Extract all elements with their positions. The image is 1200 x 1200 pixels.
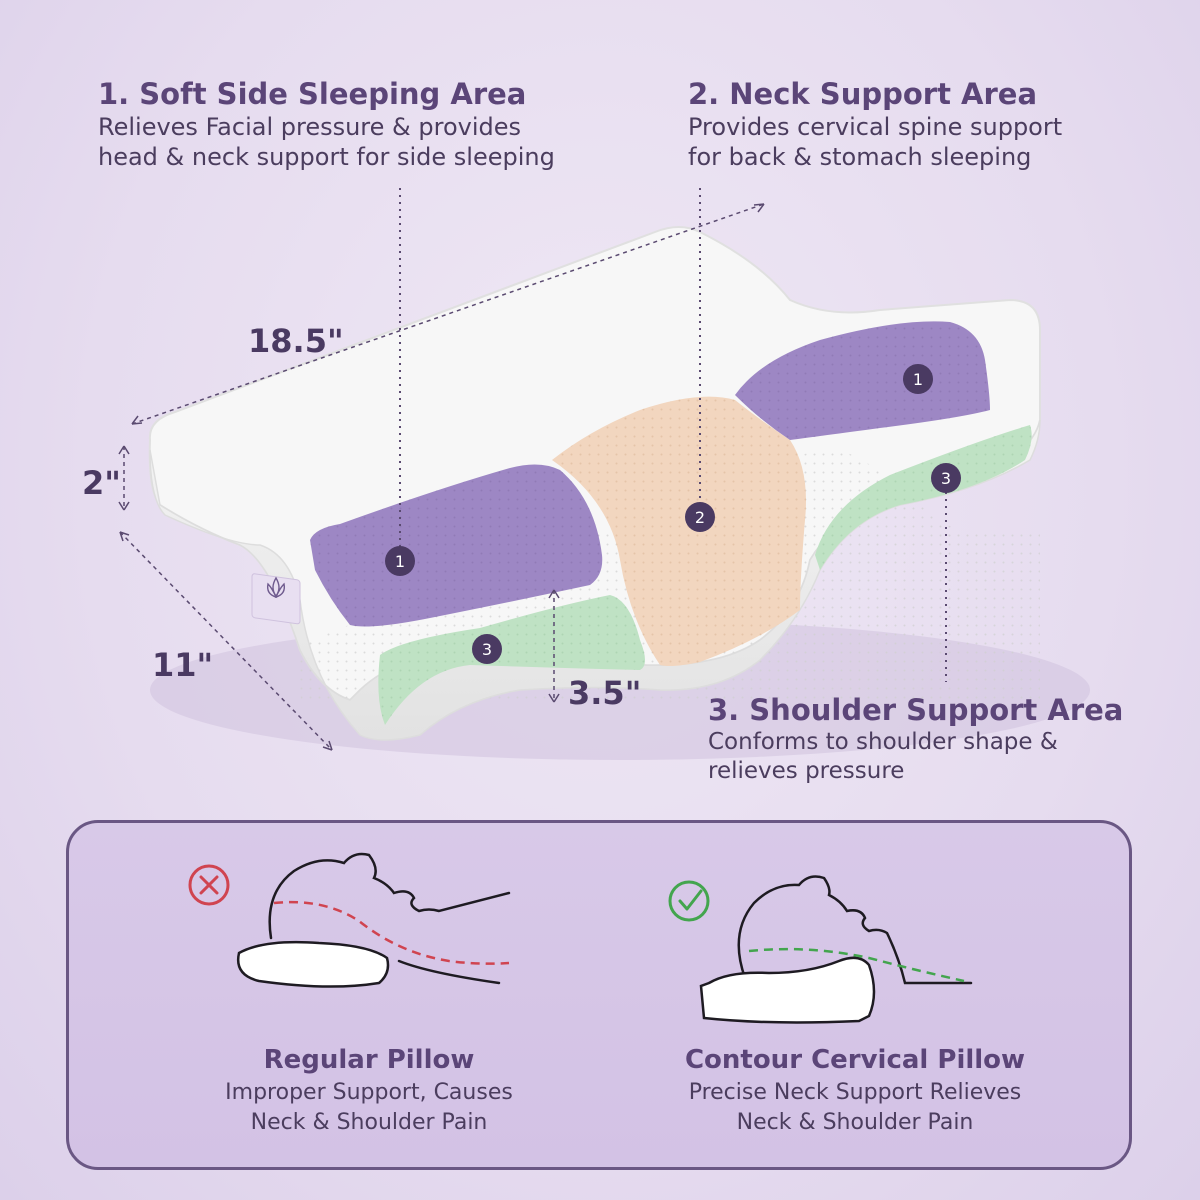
regular-head-outline bbox=[268, 852, 511, 940]
marker-1-right: 1 bbox=[903, 364, 933, 394]
neck-support-area-label: 2. Neck Support Area Provides cervical s… bbox=[688, 76, 1128, 172]
shoulder-support-area-label: 3. Shoulder Support Area Conforms to sho… bbox=[708, 692, 1128, 786]
area-desc-line: Relieves Facial pressure & provides bbox=[98, 113, 522, 141]
contour-pillow-desc-line: Precise Neck Support Relieves bbox=[688, 1080, 1022, 1105]
marker-3-right: 3 bbox=[931, 463, 961, 493]
width-dimension-line bbox=[119, 531, 333, 751]
contour-pillow-caption: Contour Cervical Pillow Precise Neck Sup… bbox=[615, 1043, 1095, 1137]
contour-pillow-title: Contour Cervical Pillow bbox=[684, 1045, 1026, 1075]
pillow-diagram: 1 1 2 3 3 bbox=[118, 188, 1090, 760]
svg-text:2: 2 bbox=[695, 508, 705, 527]
regular-pillow-desc-line: Improper Support, Causes bbox=[225, 1080, 513, 1105]
area-title: 2. Neck Support Area bbox=[688, 77, 1038, 111]
svg-text:1: 1 bbox=[913, 370, 923, 389]
area-desc-line: Conforms to shoulder shape & bbox=[708, 729, 1058, 755]
regular-spine-line bbox=[273, 900, 510, 965]
svg-text:3: 3 bbox=[941, 469, 951, 488]
side-sleep-zone-right-texture bbox=[735, 321, 990, 440]
comparison-illustrations bbox=[188, 852, 973, 1024]
shoulder-depth-dimension: 3.5" bbox=[568, 674, 642, 712]
neck-zone-texture bbox=[552, 396, 806, 666]
height-dimension-line bbox=[118, 445, 130, 511]
svg-text:3: 3 bbox=[482, 640, 492, 659]
shoulder-depth-dimension-line bbox=[548, 589, 560, 703]
area-desc-line: for back & stomach sleeping bbox=[688, 143, 1032, 171]
contour-pillow-desc-line: Neck & Shoulder Pain bbox=[736, 1110, 974, 1135]
regular-pillow-caption: Regular Pillow Improper Support, Causes … bbox=[129, 1043, 609, 1137]
shoulder-zone-right-texture bbox=[815, 425, 1032, 570]
side-sleep-zone-left-texture bbox=[310, 464, 603, 627]
contour-pillow bbox=[699, 956, 876, 1024]
shoulder-zone-left-texture bbox=[378, 595, 645, 725]
regular-pillow-desc-line: Neck & Shoulder Pain bbox=[250, 1110, 488, 1135]
area-title: 3. Shoulder Support Area bbox=[708, 693, 1124, 727]
length-dimension: 18.5" bbox=[248, 322, 344, 360]
length-dimension-line bbox=[131, 203, 765, 425]
cross-circle-icon bbox=[188, 864, 230, 906]
side-sleeping-area-label: 1. Soft Side Sleeping Area Relieves Faci… bbox=[98, 76, 618, 172]
height-dimension: 2" bbox=[82, 464, 121, 502]
area-title: 1. Soft Side Sleeping Area bbox=[98, 77, 527, 111]
comparison-panel: Regular Pillow Improper Support, Causes … bbox=[66, 820, 1132, 1170]
svg-text:1: 1 bbox=[395, 552, 405, 571]
regular-pillow-title: Regular Pillow bbox=[263, 1045, 475, 1075]
regular-body-line bbox=[397, 959, 501, 985]
contour-spine-line bbox=[748, 947, 965, 983]
marker-3-left: 3 bbox=[472, 634, 502, 664]
width-dimension: 11" bbox=[152, 646, 214, 684]
marker-2: 2 bbox=[685, 502, 715, 532]
contour-head-outline bbox=[737, 875, 973, 985]
marker-1-left: 1 bbox=[385, 546, 415, 576]
regular-pillow bbox=[236, 940, 390, 988]
lotus-icon bbox=[251, 573, 301, 625]
check-circle-icon bbox=[668, 880, 710, 922]
area-desc-line: head & neck support for side sleeping bbox=[98, 143, 555, 171]
area-desc-line: Provides cervical spine support bbox=[688, 113, 1063, 141]
area-desc-line: relieves pressure bbox=[708, 758, 905, 784]
